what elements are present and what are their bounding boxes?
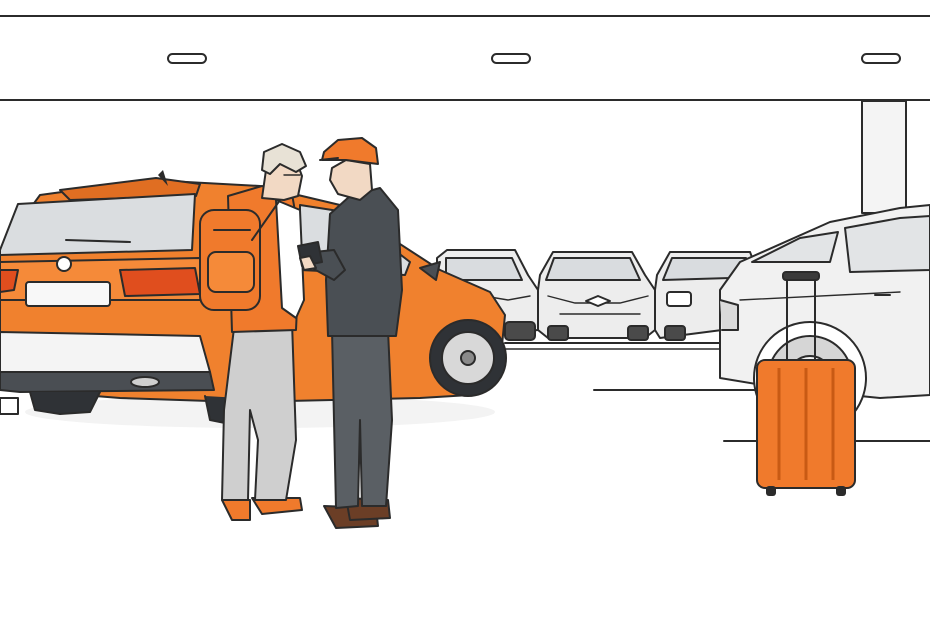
parking-canopy [0,15,930,214]
rental-agent [297,137,403,529]
orange-suitcase [756,271,856,496]
customer-with-backpack [199,143,307,521]
side-mirror [419,261,441,281]
shoe [221,499,251,521]
support-pillar [861,100,907,214]
car-badge [56,256,72,272]
parked-car-2 [537,251,656,341]
rear-window [0,193,196,256]
orange-cap [321,137,379,165]
license-plate [25,281,111,307]
jeans [221,319,297,501]
pants [331,329,393,509]
ceiling-light [491,53,531,64]
ceiling-light [861,53,901,64]
face [329,159,373,201]
white-sleeve [275,199,305,319]
tail-light [119,267,201,297]
parked-car-3 [654,251,756,341]
ceiling-light [167,53,207,64]
hair [261,143,307,175]
